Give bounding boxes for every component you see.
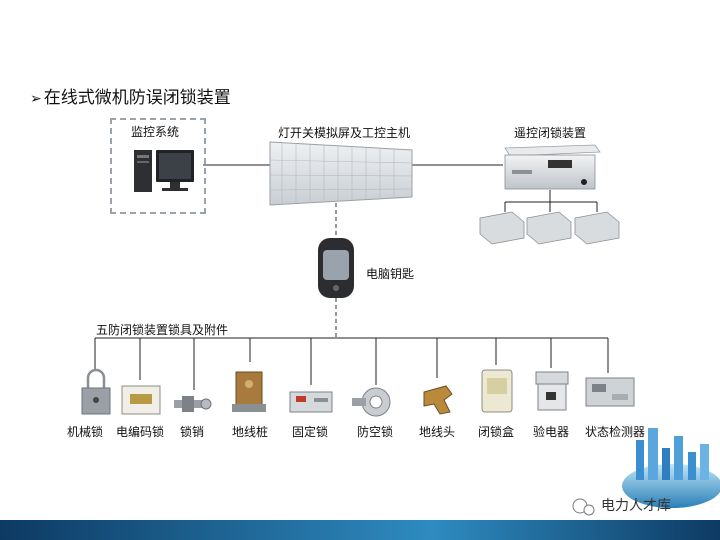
ground-post-icon	[232, 371, 266, 412]
fixed-lock-icon	[289, 391, 333, 413]
lock-label-anti-empty: 防空锁	[357, 425, 394, 439]
watermark-text: 电力人才库	[601, 498, 671, 514]
lock-label-ground-post: 地线桩	[232, 425, 269, 439]
monitor-system-label: 监控系统	[131, 125, 180, 139]
monitor-system-box	[110, 118, 206, 214]
lock-box-icon	[481, 369, 513, 413]
remote-lock-device-icon	[504, 144, 601, 190]
lock-label-lock-box: 闭锁盒	[478, 425, 515, 439]
lock-pin-icon	[174, 396, 212, 412]
computer-key-label: 电脑钥匙	[366, 267, 415, 281]
connection-lines	[94, 164, 609, 390]
lock-label-fixed: 固定锁	[292, 425, 329, 439]
state-detector-icon	[585, 377, 635, 407]
mimic-panel-icon	[269, 141, 413, 206]
remote-lock-unit-icons	[479, 211, 620, 245]
city-globe-icon	[622, 428, 720, 508]
anti-empty-lock-icon	[352, 387, 391, 417]
slide-title: ➢在线式微机防误闭锁装置	[30, 87, 231, 110]
lock-label-electric-code: 电编码锁	[116, 425, 165, 439]
slide-title-text: 在线式微机防误闭锁装置	[43, 88, 231, 108]
panel-label: 灯开关模拟屏及工控主机	[278, 126, 411, 140]
voltage-tester-icon	[535, 371, 569, 411]
wechat-icon	[572, 498, 595, 516]
ground-head-icon	[423, 385, 453, 415]
remote-lock-label: 遥控闭锁装置	[514, 126, 587, 140]
lock-group-label: 五防闭锁装置锁具及附件	[96, 323, 229, 337]
lock-label-ground-head: 地线头	[419, 425, 456, 439]
mechanical-lock-icon	[81, 368, 111, 415]
bullet-arrow-icon: ➢	[30, 91, 42, 107]
lock-label-mechanical: 机械锁	[67, 425, 104, 439]
lock-label-state-detector: 状态检测器	[585, 425, 646, 439]
lock-label-pin: 锁销	[180, 425, 205, 439]
computer-icon	[134, 150, 194, 192]
electric-code-lock-icon	[121, 385, 161, 415]
computer-key-icon	[318, 238, 354, 298]
lock-label-voltage-tester: 验电器	[533, 425, 570, 439]
footer-band	[0, 520, 720, 540]
